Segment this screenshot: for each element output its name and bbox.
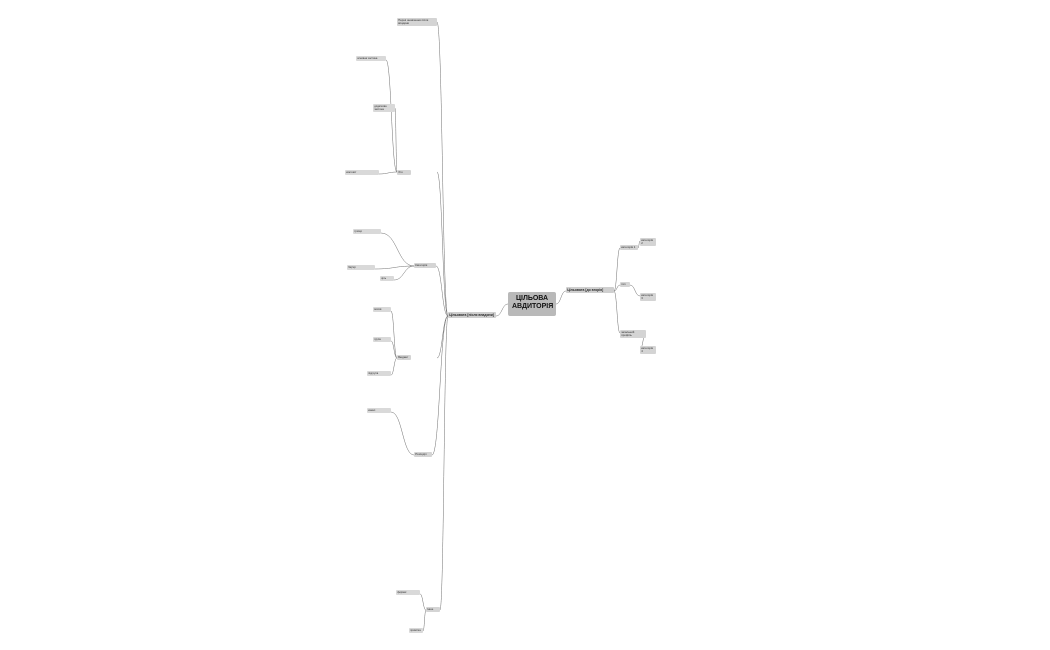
connector <box>378 171 398 175</box>
sub-node-10[interactable]: канал <box>367 408 391 413</box>
branch-left[interactable]: Цільовата [після впадини] <box>448 312 496 318</box>
connector <box>419 593 427 611</box>
connector <box>390 340 398 359</box>
left-node-1[interactable]: Перші оновлення після впадини <box>397 18 437 26</box>
sub-node-12[interactable]: примітка <box>409 628 423 633</box>
sub-node-6[interactable]: ціль <box>380 276 394 281</box>
connector <box>390 411 415 456</box>
connector <box>393 265 415 281</box>
right-node-6[interactable]: загальний профіль <box>620 330 646 338</box>
connector <box>394 107 398 173</box>
connector <box>613 247 621 292</box>
connector <box>495 303 509 317</box>
right-node-2[interactable]: категорія 2 <box>640 238 656 246</box>
right-node-3[interactable]: тип <box>620 282 630 287</box>
connector <box>435 265 449 317</box>
left-node-3[interactable]: Категорія <box>414 263 436 268</box>
connector <box>439 315 449 611</box>
right-node-5[interactable]: категорія 4 <box>640 346 656 354</box>
connector <box>385 59 398 173</box>
connector <box>555 290 567 305</box>
connector <box>436 171 449 317</box>
branch-right[interactable]: Цільовата [до вгорія] <box>566 287 614 293</box>
connector <box>390 357 398 376</box>
connector <box>431 315 449 456</box>
connector <box>436 21 449 317</box>
left-node-2[interactable]: Хто <box>397 170 411 175</box>
connector <box>422 609 427 632</box>
central-topic[interactable]: ЦІЛЬОВА АВДИТОРІЯ <box>508 292 556 316</box>
sub-node-4[interactable]: тригер <box>353 229 381 234</box>
connector <box>629 284 641 297</box>
sub-node-2[interactable]: додаткова частина <box>373 104 395 112</box>
left-node-6[interactable]: Інше <box>426 607 440 612</box>
sub-node-7[interactable]: мотив <box>373 307 391 312</box>
sub-node-11[interactable]: формат <box>396 590 420 595</box>
connector <box>613 290 621 334</box>
sub-node-5[interactable]: бар'єр <box>347 265 375 270</box>
left-node-4[interactable]: Бюджет <box>397 355 411 360</box>
right-node-4[interactable]: категорія 3 <box>640 293 656 301</box>
connector <box>390 310 398 359</box>
connector <box>374 265 415 270</box>
connector <box>380 232 415 267</box>
left-node-5[interactable]: Розподіл <box>414 452 432 457</box>
sub-node-3[interactable]: контекст <box>345 170 379 175</box>
sub-node-1[interactable]: основна частина <box>356 56 386 61</box>
connector <box>613 284 621 292</box>
connector <box>637 240 641 249</box>
sub-node-8[interactable]: група <box>373 337 391 342</box>
right-node-1[interactable]: категорія 1 <box>620 245 638 250</box>
sub-node-9[interactable]: підгрупа <box>367 371 391 376</box>
